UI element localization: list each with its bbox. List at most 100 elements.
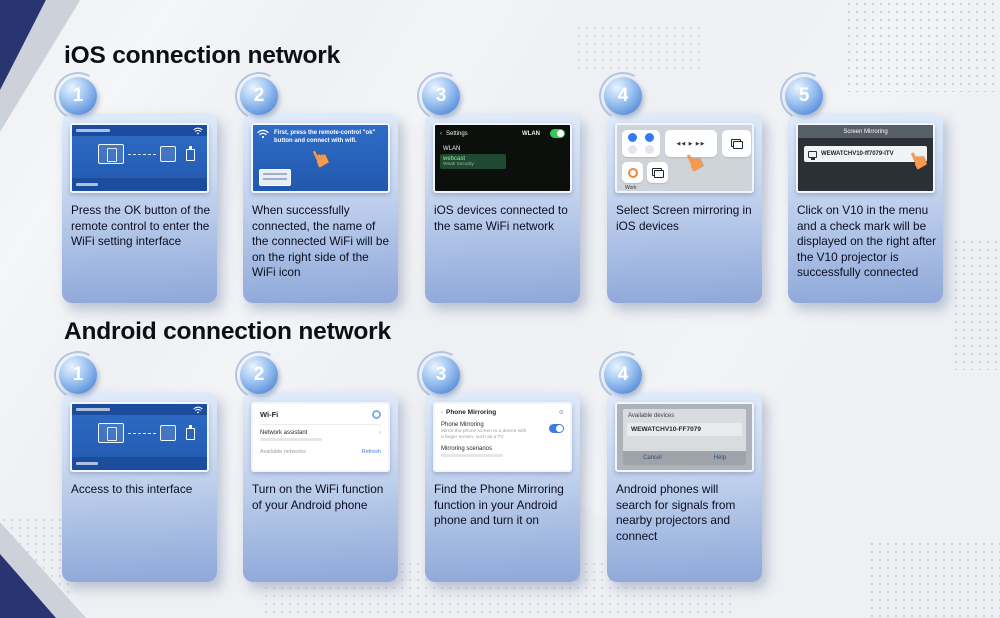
dot-pattern — [575, 24, 705, 72]
projector-wifi-screen-thumbnail — [70, 402, 209, 472]
ios-step-card-4: 4 ◀◀ ▶ ▶▶ Work ☛ Select Screen mirroring… — [604, 77, 762, 303]
source-device-icon — [98, 423, 124, 443]
step-number: 4 — [617, 85, 629, 106]
android-step-card-1: 1 Access to this interface — [59, 356, 217, 582]
step-caption: Select Screen mirroring in iOS devices — [616, 203, 752, 233]
step-number-badge: 4 — [604, 356, 642, 394]
on-screen-instruction-text: First, press the remote-control "ok" but… — [274, 130, 376, 144]
android-step-card-3: 3 ‹ Phone Mirroring ⚙ Phone Mirroring Mi… — [422, 356, 580, 582]
usb-icon — [186, 425, 195, 440]
connection-dashed-line — [128, 433, 156, 434]
projector-topbar — [72, 125, 207, 136]
step-number: 4 — [617, 364, 629, 385]
ios-wlan-settings-thumbnail: ‹ Settings WLAN WLAN webcast Weak Securi… — [433, 123, 572, 193]
ios-step-card-3: 3 ‹ Settings WLAN WLAN webcast Weak Secu… — [422, 77, 580, 303]
step-number-badge: 1 — [59, 77, 97, 115]
wlan-panel-title: WLAN — [522, 130, 540, 137]
projector-bottombar — [72, 457, 207, 470]
hand-cursor-icon: ☛ — [304, 141, 339, 173]
phone-mirroring-description: Mirror the phone screen to a device with… — [441, 429, 527, 440]
projector-topbar — [72, 404, 207, 415]
target-device-icon — [160, 425, 176, 441]
projector-device-name: WEWATCHV10-FF7079 — [627, 423, 742, 436]
step-caption: When successfully connected, the name of… — [252, 203, 390, 280]
mirroring-toggle-on — [549, 424, 564, 433]
ios-step-card-2: 2 First, press the remote-control "ok" b… — [240, 77, 398, 303]
screen-mirroring-menu-thumbnail: Screen Mirroring WEWATCHV10-ff7079-ITV ☛ — [796, 123, 935, 193]
screen-mirroring-tile — [722, 130, 751, 157]
wifi-icon — [628, 133, 637, 143]
step-caption: Access to this interface — [71, 482, 193, 496]
wifi-icon — [257, 129, 269, 139]
chevron-right-icon: › — [379, 430, 381, 436]
screen-mirroring-icon — [651, 167, 664, 178]
wlan-toggle-on — [550, 129, 565, 138]
settings-back-label: Settings — [446, 130, 468, 137]
phone-mirroring-label: Phone Mirroring — [441, 422, 484, 428]
record-tile — [622, 162, 643, 183]
available-devices-dialog: Available devices WEWATCHV10-FF7079 Canc… — [623, 409, 746, 465]
step-caption: Press the OK button of the remote contro… — [71, 203, 211, 249]
step-number: 1 — [72, 85, 84, 106]
dialog-title: Available devices — [628, 413, 675, 419]
divider — [260, 424, 381, 425]
help-button-label: Help — [713, 455, 726, 461]
android-wifi-settings-thumbnail: Wi-Fi Network assistant › Available netw… — [251, 402, 390, 472]
projector-bottombar — [72, 178, 207, 191]
bottombar-text-placeholder — [76, 183, 98, 186]
step-caption: Find the Phone Mirroring function in you… — [434, 482, 564, 528]
screen-mirroring-icon — [730, 138, 743, 149]
dot-pattern — [868, 540, 1000, 618]
wifi-toggle-icon — [372, 410, 381, 419]
gear-icon: ⚙ — [558, 410, 564, 416]
step-number: 2 — [253, 85, 265, 106]
step-caption: Click on V10 in the menu and a check mar… — [797, 203, 937, 280]
connectivity-tile — [622, 130, 660, 157]
source-device-icon — [98, 144, 124, 164]
available-devices-dialog-thumbnail: Available devices WEWATCHV10-FF7079 Canc… — [615, 402, 754, 472]
bottombar-text-placeholder — [76, 462, 98, 465]
step-number-badge: 5 — [785, 77, 823, 115]
topbar-text-placeholder — [76, 408, 110, 411]
bluetooth-icon — [645, 133, 654, 143]
wifi-icon — [193, 406, 203, 414]
phone-mirroring-settings-thumbnail: ‹ Phone Mirroring ⚙ Phone Mirroring Mirr… — [433, 402, 572, 472]
step-caption: Turn on the WiFi function of your Androi… — [252, 482, 384, 512]
android-section-title: Android connection network — [64, 318, 391, 345]
projector-wifi-screen-thumbnail — [70, 123, 209, 193]
network-assistant-label: Network assistant — [260, 430, 308, 436]
step-number: 5 — [798, 85, 810, 106]
dot-pattern — [952, 238, 1000, 370]
cancel-button-label: Cancel — [643, 455, 662, 461]
wlan-list-item: WLAN — [443, 146, 461, 152]
mirroring-scenarios-label: Mirroring scenarios — [441, 445, 493, 452]
wifi-icon — [193, 127, 203, 135]
dot-pattern — [845, 0, 1000, 92]
step-number-badge: 2 — [240, 356, 278, 394]
step-number-badge: 3 — [422, 77, 460, 115]
ios-section-title: iOS connection network — [64, 42, 341, 69]
webcast-network-item: webcast Weak Security — [440, 154, 506, 169]
step-number: 3 — [435, 85, 447, 106]
projector-body — [72, 136, 207, 178]
available-networks-label: Available networks — [260, 449, 306, 455]
step-caption: iOS devices connected to the same WiFi n… — [434, 203, 568, 233]
android-step-card-4: 4 Available devices WEWATCHV10-FF7079 Ca… — [604, 356, 762, 582]
step-number: 3 — [435, 364, 447, 385]
mirroring-shortcut-tile — [647, 162, 668, 183]
tv-icon — [808, 150, 817, 160]
step-caption: Android phones will search for signals f… — [616, 482, 736, 543]
focus-mode-label: Work — [625, 185, 637, 191]
target-device-icon — [160, 146, 176, 162]
step-number: 1 — [72, 364, 84, 385]
ios-step-card-5: 5 Screen Mirroring WEWATCHV10-ff7079-ITV… — [785, 77, 943, 303]
ios-step-card-1: 1 Press the OK button of the remote cont… — [59, 77, 217, 303]
subtitle-placeholder — [441, 453, 503, 457]
hotspot-icon — [645, 144, 654, 154]
connection-dashed-line — [128, 154, 156, 155]
wifi-dialog-placeholder — [259, 169, 291, 186]
android-step-card-2: 2 Wi-Fi Network assistant › Available ne… — [240, 356, 398, 582]
back-chevron-icon: ‹ — [441, 409, 443, 416]
projector-connect-instruction-thumbnail: First, press the remote-control "ok" but… — [251, 123, 390, 193]
